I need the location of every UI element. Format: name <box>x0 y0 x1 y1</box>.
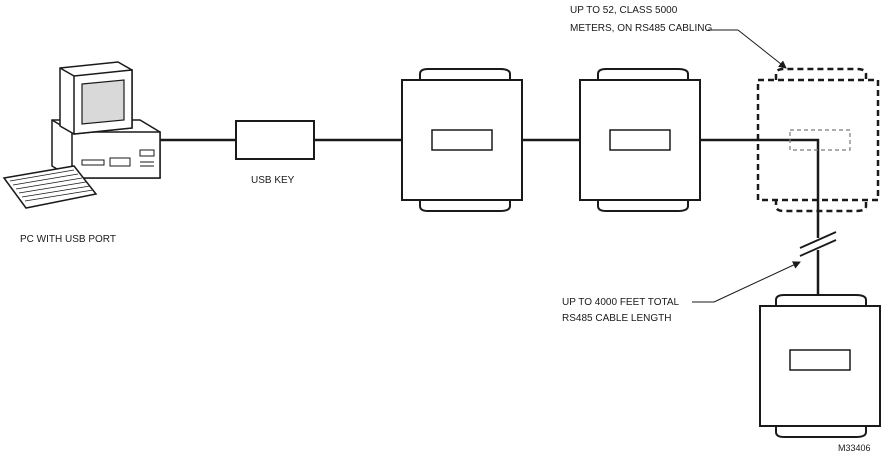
pc-computer <box>2 61 161 209</box>
cable-break-mark <box>799 231 837 257</box>
meter-last <box>759 294 881 438</box>
label-usb-key: USB KEY <box>251 175 295 186</box>
label-pc: PC WITH USB PORT <box>20 234 116 245</box>
label-cable-note-line2: RS485 CABLE LENGTH <box>562 313 672 324</box>
callout-cable-leader <box>692 261 801 303</box>
label-figure-id: M33406 <box>838 443 871 453</box>
label-meters-note-line1: UP TO 52, CLASS 5000 <box>570 5 678 16</box>
meter-2 <box>579 68 701 212</box>
callout-meters-leader <box>708 29 787 69</box>
cable-meter-2-onward <box>700 138 820 238</box>
usb-key <box>235 120 315 160</box>
meter-1 <box>401 68 523 212</box>
label-meters-note-line2: METERS, ON RS485 CABLING <box>570 23 713 34</box>
label-cable-note-line1: UP TO 4000 FEET TOTAL <box>562 297 680 308</box>
meter-dashed-additional <box>756 67 880 213</box>
